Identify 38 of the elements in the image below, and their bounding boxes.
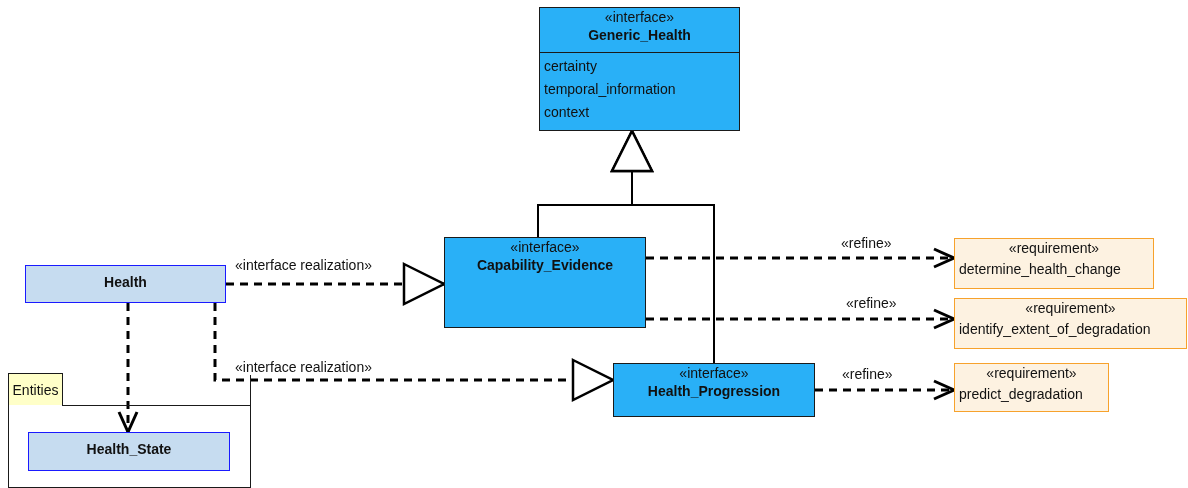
dashed-arrow (226, 262, 446, 306)
class-box (25, 265, 226, 303)
package-name: Entities (12, 382, 59, 398)
interface-name: Generic_Health (587, 26, 692, 44)
interface-name: Health_Progression (646, 382, 782, 400)
package-frame (8, 373, 251, 488)
requirement-name: determine_health_change (958, 260, 1122, 278)
class-name: Health (103, 273, 148, 291)
stereotype-label: «interface» (678, 364, 750, 382)
requirement-box (954, 238, 1154, 289)
attribute-text: temporal_information (544, 80, 677, 99)
attribute-text: context (544, 103, 591, 122)
edge-label: «refine» (840, 235, 893, 251)
dashed-arrow (646, 308, 956, 330)
interface-name: Capability_Evidence (475, 256, 615, 274)
interface-box (539, 7, 740, 131)
requirement-name: identify_extent_of_degradation (958, 320, 1152, 338)
stereotype-label: «requirement» (1007, 239, 1101, 257)
edge-label: «interface realization» (234, 359, 373, 375)
dashed-arrow (213, 303, 615, 402)
dashed-arrow (815, 379, 956, 401)
stereotype-label: «interface» (603, 8, 676, 26)
class-name: Health_State (85, 440, 173, 458)
interface-box (613, 363, 815, 417)
generalization-arrow (610, 129, 715, 364)
interface-box (444, 237, 646, 328)
requirement-box (954, 363, 1109, 412)
attribute-text: certainty (544, 57, 598, 76)
edge-label: «refine» (845, 295, 898, 311)
stereotype-label: «requirement» (985, 364, 1078, 382)
stereotype-label: «requirement» (1024, 299, 1117, 317)
edge-label: «refine» (841, 366, 894, 382)
requirement-box (954, 298, 1187, 349)
dashed-arrow (646, 247, 956, 269)
class-box (28, 432, 230, 471)
stereotype-label: «interface» (509, 238, 581, 256)
edge-label: «interface realization» (234, 257, 373, 273)
requirement-name: predict_degradation (958, 385, 1084, 403)
